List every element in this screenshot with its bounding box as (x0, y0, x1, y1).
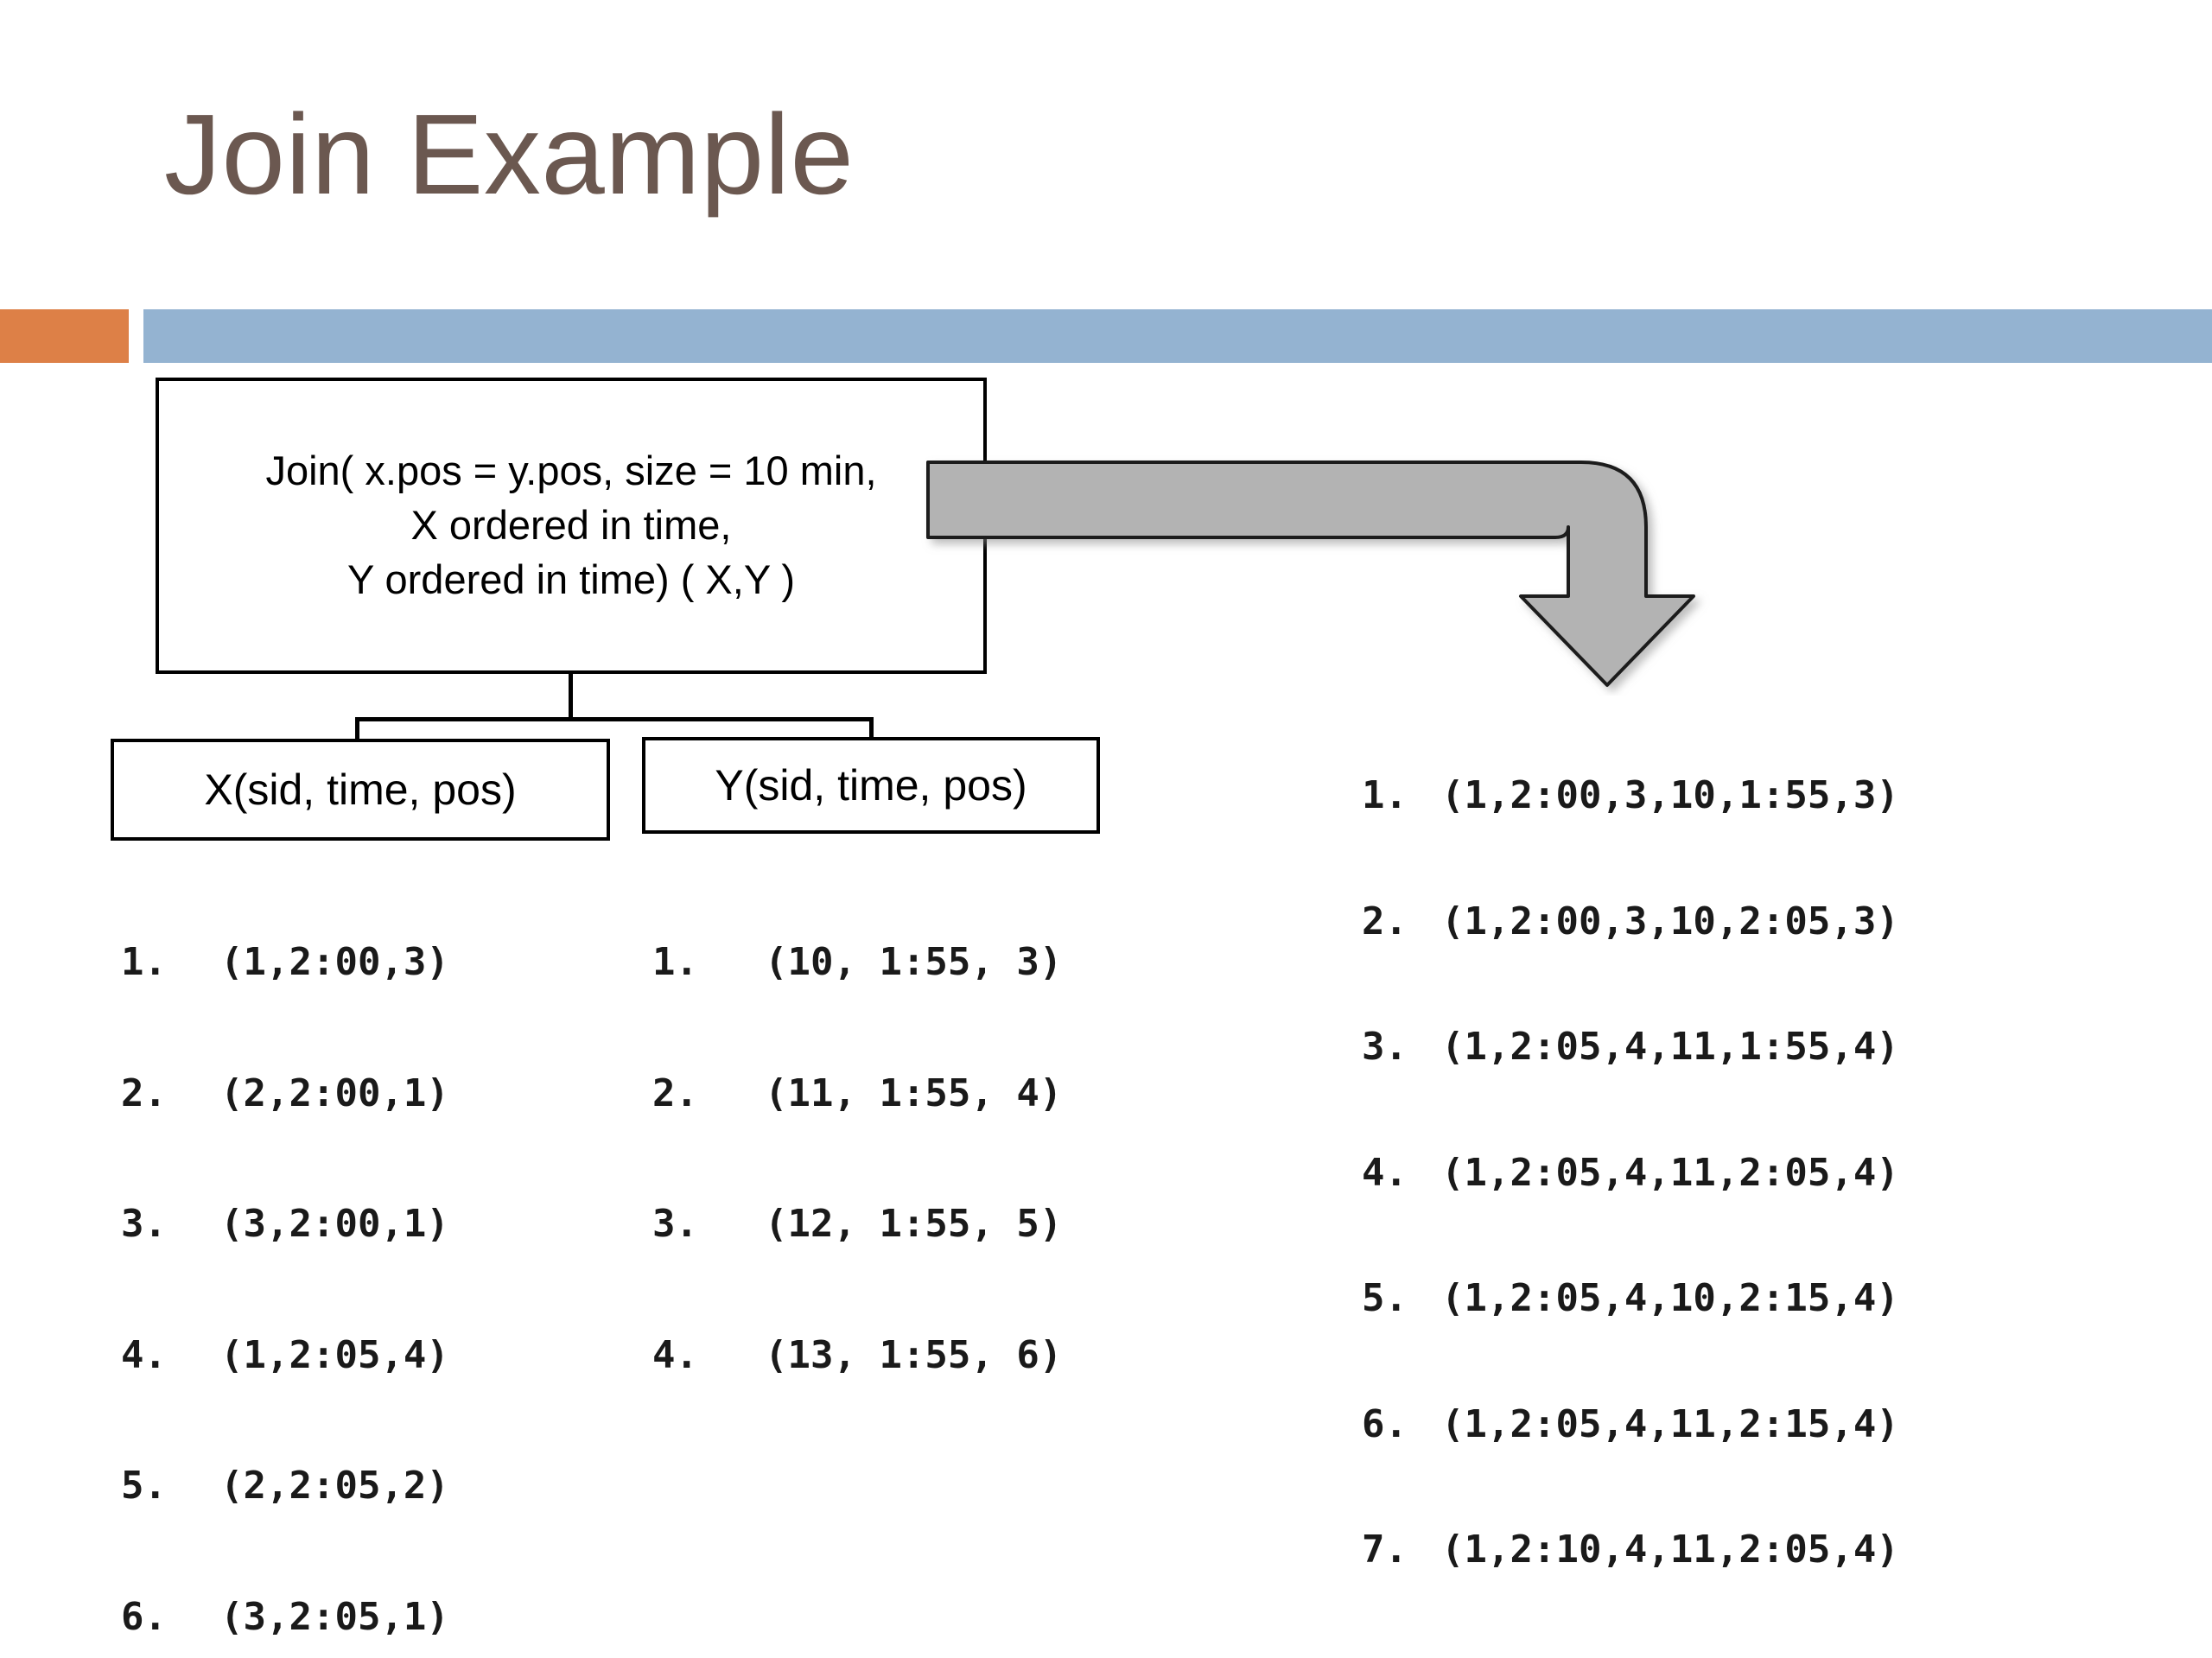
list-item-tuple: (3,2:05,1) (220, 1594, 449, 1639)
list-item-tuple: (1,2:00,3,10,2:05,3) (1441, 899, 1899, 943)
list-item: 7. (1,2:10,4,11,2:05,4) (1362, 1528, 1899, 1572)
list-item: 2. (1,2:00,3,10,2:05,3) (1362, 899, 1899, 943)
connector-to-x-node (355, 717, 359, 741)
list-item: 8. (1,2:10,4,10,2:15,4) (1362, 1655, 1899, 1658)
list-item-tuple: (1,2:05,4) (220, 1332, 449, 1377)
list-item-tuple: (1,2:05,4,10,2:15,4) (1441, 1276, 1899, 1320)
connector-to-y-node (869, 717, 874, 741)
list-item-tuple: (1,2:05,4,11,2:15,4) (1441, 1401, 1899, 1446)
list-item-index: 1. (652, 940, 698, 984)
list-item-index: 5. (121, 1464, 167, 1508)
list-item-index: 4. (121, 1332, 167, 1377)
list-item: 3. (3,2:00,1) (121, 1202, 449, 1247)
list-item-tuple: (1,2:10,4,10,2:15,4) (1441, 1655, 1899, 1658)
list-item-index: 4. (1362, 1150, 1408, 1195)
join-node-line-1: Join( x.pos = y.pos, size = 10 min, (265, 448, 877, 494)
y-stream-label: Y(sid, time, pos) (715, 761, 1027, 810)
list-item: 4. (1,2:05,4) (121, 1332, 449, 1378)
list-item: 1. (1,2:00,3,10,1:55,3) (1362, 773, 1899, 817)
accent-bar-blue (143, 309, 2212, 363)
list-item-index: 3. (652, 1202, 698, 1246)
list-item: 1. (1,2:00,3) (121, 940, 449, 985)
accent-bar-orange (0, 309, 129, 363)
join-result-list: 1. (1,2:00,3,10,1:55,3) 2. (1,2:00,3,10,… (1362, 691, 1899, 1658)
list-item-tuple: (1,2:00,3,10,1:55,3) (1441, 773, 1899, 817)
list-item: 6. (1,2:05,4,11,2:15,4) (1362, 1401, 1899, 1446)
list-item-index: 2. (121, 1070, 167, 1115)
join-node-line-2: X ordered in time, (410, 502, 732, 549)
list-item: 3. (1,2:05,4,11,1:55,4) (1362, 1026, 1899, 1069)
join-node-line-3: Y ordered in time) ( X,Y ) (346, 556, 796, 602)
list-item-tuple: (12, 1:55, 5) (765, 1202, 1063, 1246)
list-item-index: 1. (1362, 773, 1408, 817)
list-item-index: 2. (1362, 899, 1408, 943)
list-item-tuple: (2,2:05,2) (220, 1464, 449, 1508)
list-item-index: 7. (1362, 1528, 1408, 1572)
list-item-index: 3. (121, 1202, 167, 1246)
list-item: 1. (10, 1:55, 3) (652, 940, 1063, 985)
connector-stem (569, 674, 573, 721)
list-item-index: 8. (1362, 1655, 1441, 1658)
list-item-index: 3. (1362, 1025, 1408, 1069)
list-item-tuple: (3,2:00,1) (220, 1202, 449, 1246)
list-item-index: 6. (1362, 1401, 1408, 1446)
list-item-tuple: (11, 1:55, 4) (765, 1070, 1063, 1115)
list-item: 4. (1,2:05,4,11,2:05,4) (1362, 1150, 1899, 1195)
list-item: 6. (3,2:05,1) (121, 1594, 449, 1640)
list-item-index: 4. (652, 1332, 698, 1377)
y-stream-node: Y(sid, time, pos) (642, 737, 1100, 834)
connector-crossbar (355, 717, 874, 721)
list-item: 2. (11, 1:55, 4) (652, 1070, 1063, 1116)
x-stream-list: 1. (1,2:00,3) 2. (2,2:00,1) 3. (3,2:00,1… (121, 854, 449, 1658)
list-item-index: 5. (1362, 1276, 1408, 1320)
list-item-index: 6. (121, 1594, 167, 1639)
list-item-tuple: (10, 1:55, 3) (765, 940, 1063, 984)
list-item: 3. (12, 1:55, 5) (652, 1202, 1063, 1247)
list-item: 4. (13, 1:55, 6) (652, 1332, 1063, 1378)
list-item-tuple: (1,2:05,4,11,1:55,4) (1441, 1025, 1899, 1069)
list-item-tuple: (1,2:00,3) (220, 940, 449, 984)
list-item-tuple: (1,2:10,4,11,2:05,4) (1441, 1528, 1899, 1572)
list-item: 5. (2,2:05,2) (121, 1464, 449, 1509)
join-operator-node: Join( x.pos = y.pos, size = 10 min, X or… (156, 378, 987, 674)
list-item-index: 2. (652, 1070, 698, 1115)
x-stream-label: X(sid, time, pos) (204, 765, 517, 814)
list-item: 5. (1,2:05,4,10,2:15,4) (1362, 1276, 1899, 1320)
list-item-tuple: (13, 1:55, 6) (765, 1332, 1063, 1377)
list-item-index: 1. (121, 940, 167, 984)
elbow-arrow-icon (926, 461, 1695, 687)
list-item-tuple: (1,2:05,4,11,2:05,4) (1441, 1150, 1899, 1195)
x-stream-node: X(sid, time, pos) (111, 739, 610, 841)
list-item-tuple: (2,2:00,1) (220, 1070, 449, 1115)
list-item: 2. (2,2:00,1) (121, 1070, 449, 1116)
page-title: Join Example (164, 91, 855, 218)
y-stream-list: 1. (10, 1:55, 3) 2. (11, 1:55, 4) 3. (12… (652, 854, 1062, 1464)
